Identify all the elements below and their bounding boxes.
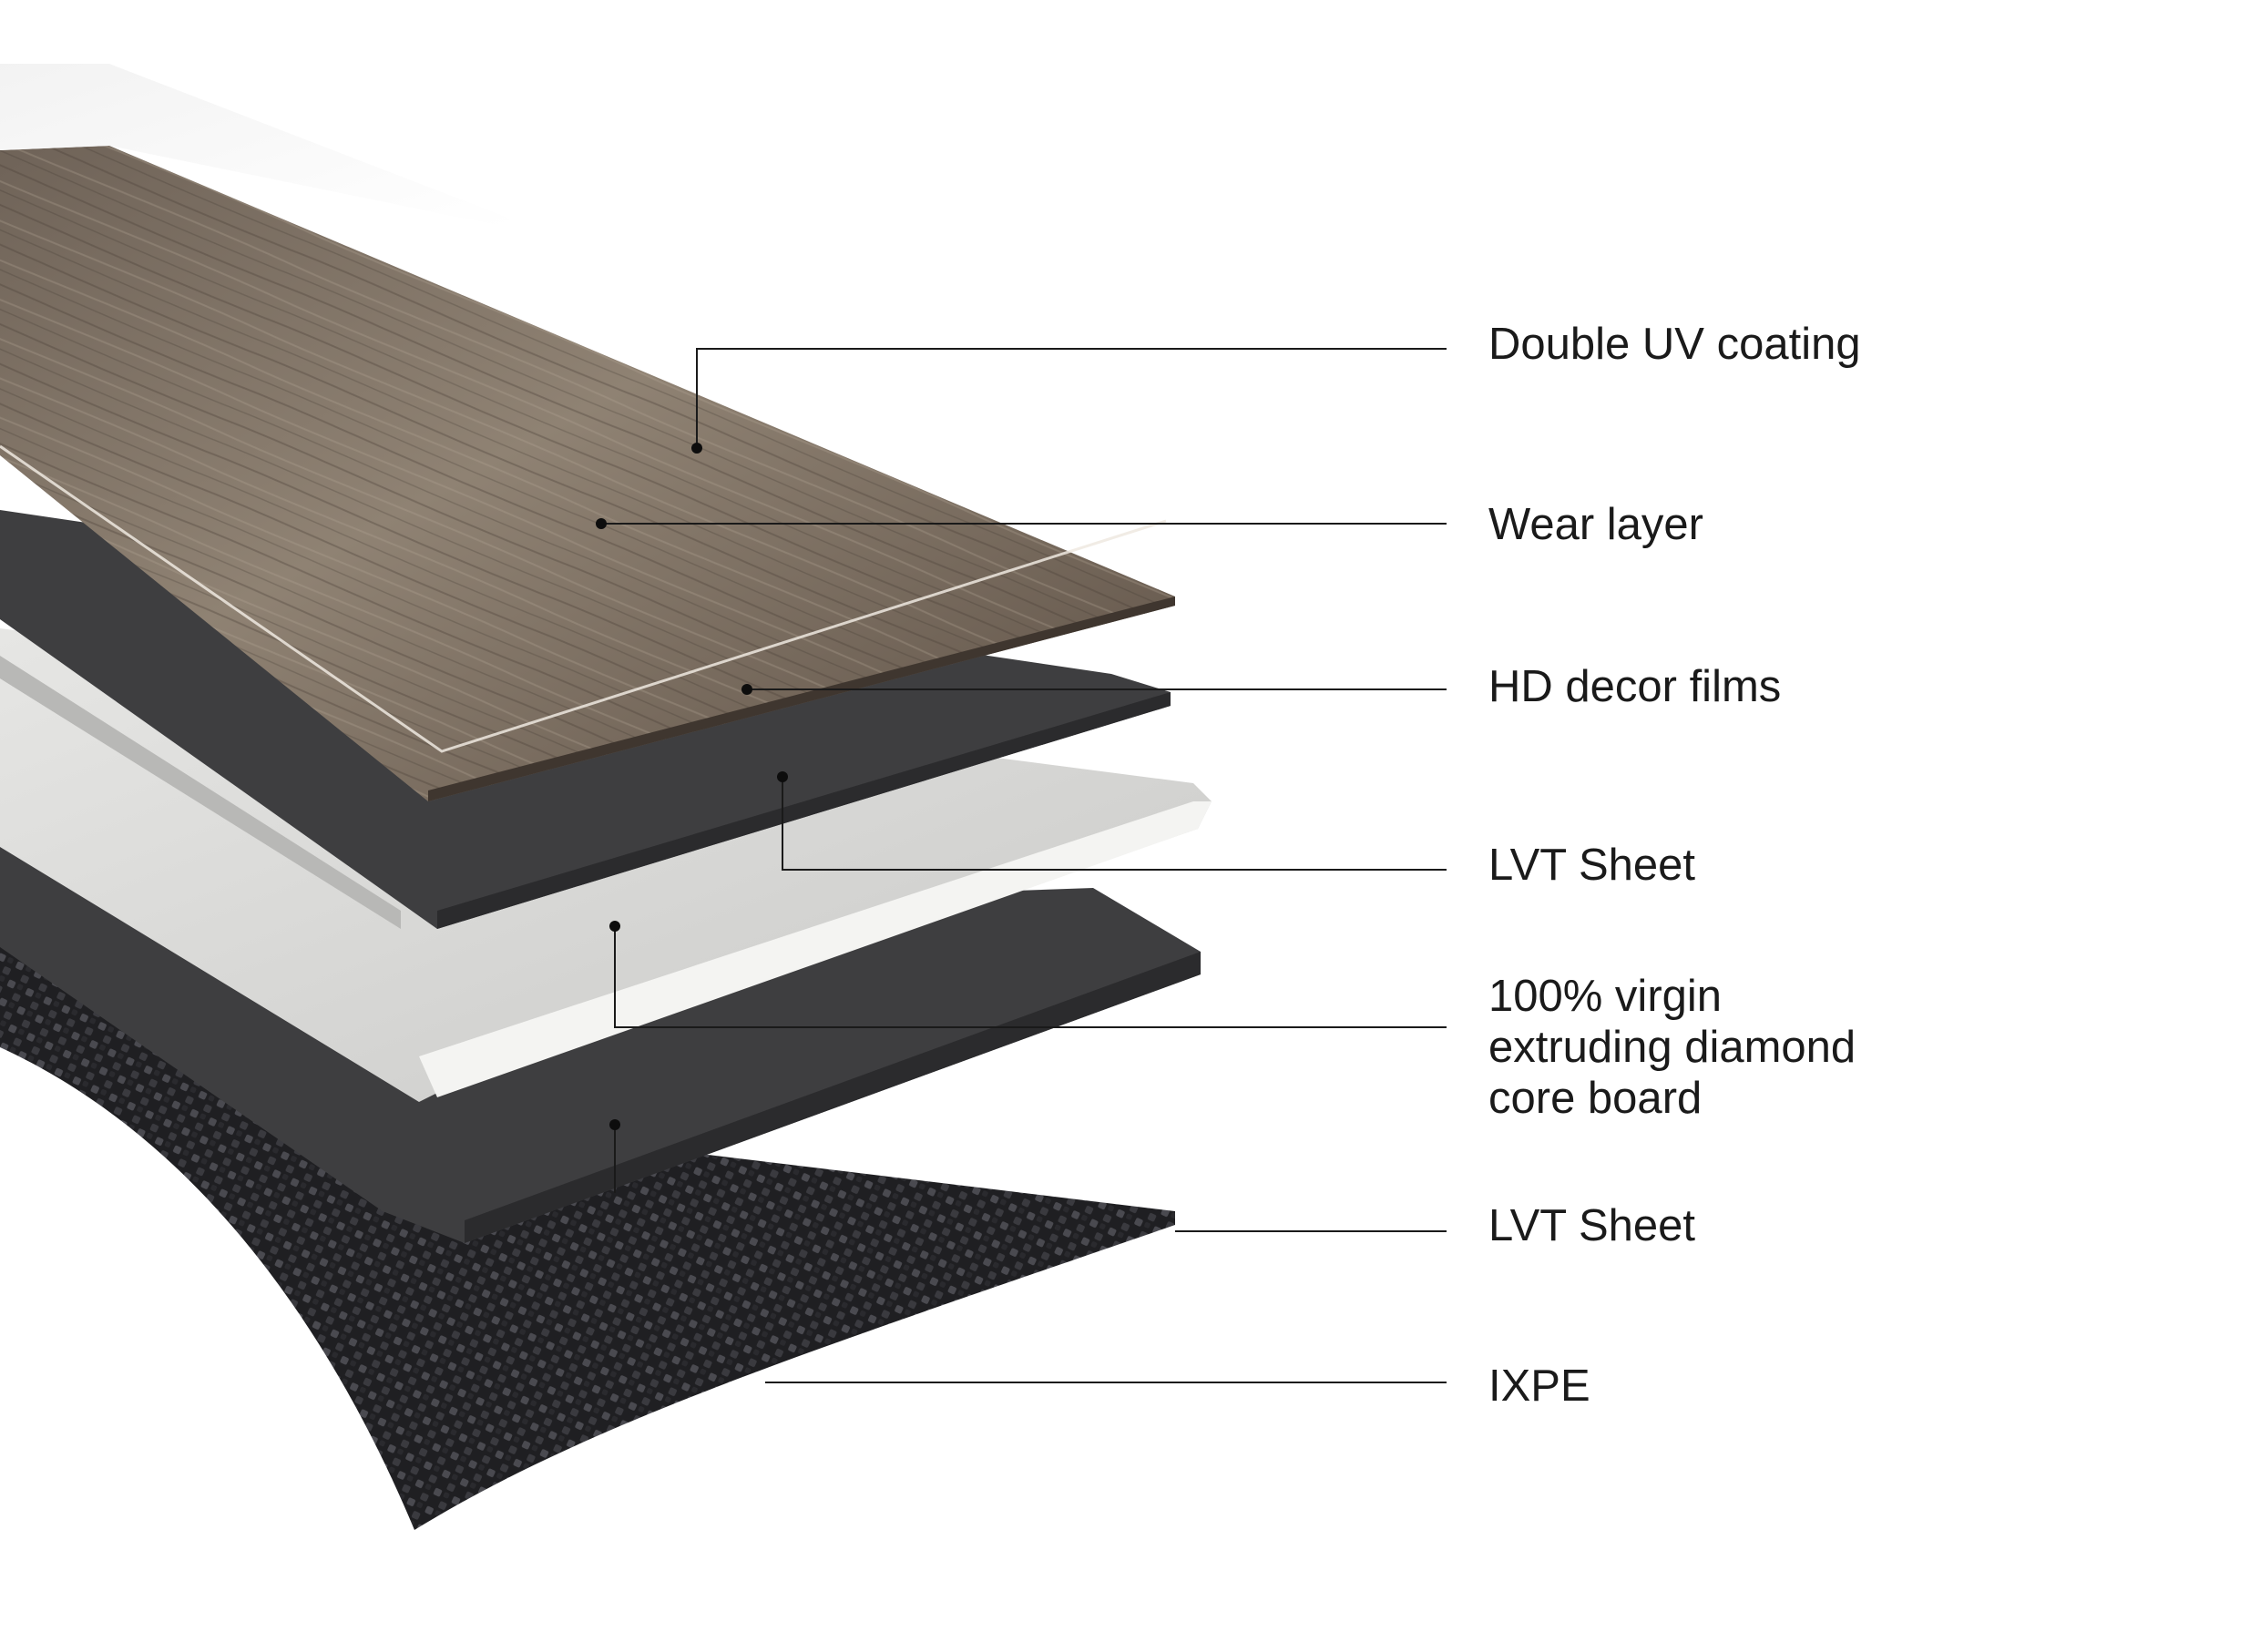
- uv-coating-layer: [0, 64, 510, 228]
- label-double-uv-coating: Double UV coating: [1488, 320, 1861, 369]
- ixpe-layer: [0, 874, 1175, 1530]
- label-wear-layer: Wear layer: [1488, 500, 1704, 549]
- label-lvt-sheet-lower: LVT Sheet: [1488, 1201, 1696, 1250]
- wear-layer-edge: [0, 444, 1167, 753]
- label-lvt-sheet-upper: LVT Sheet: [1488, 841, 1696, 890]
- label-hd-decor-films: HD decor films: [1488, 662, 1782, 711]
- label-core-board: 100% virgin extruding diamond core board: [1488, 972, 1856, 1123]
- label-ixpe: IXPE: [1488, 1361, 1590, 1411]
- leader-lines: [601, 348, 1447, 1383]
- leader-dots: [596, 443, 788, 1130]
